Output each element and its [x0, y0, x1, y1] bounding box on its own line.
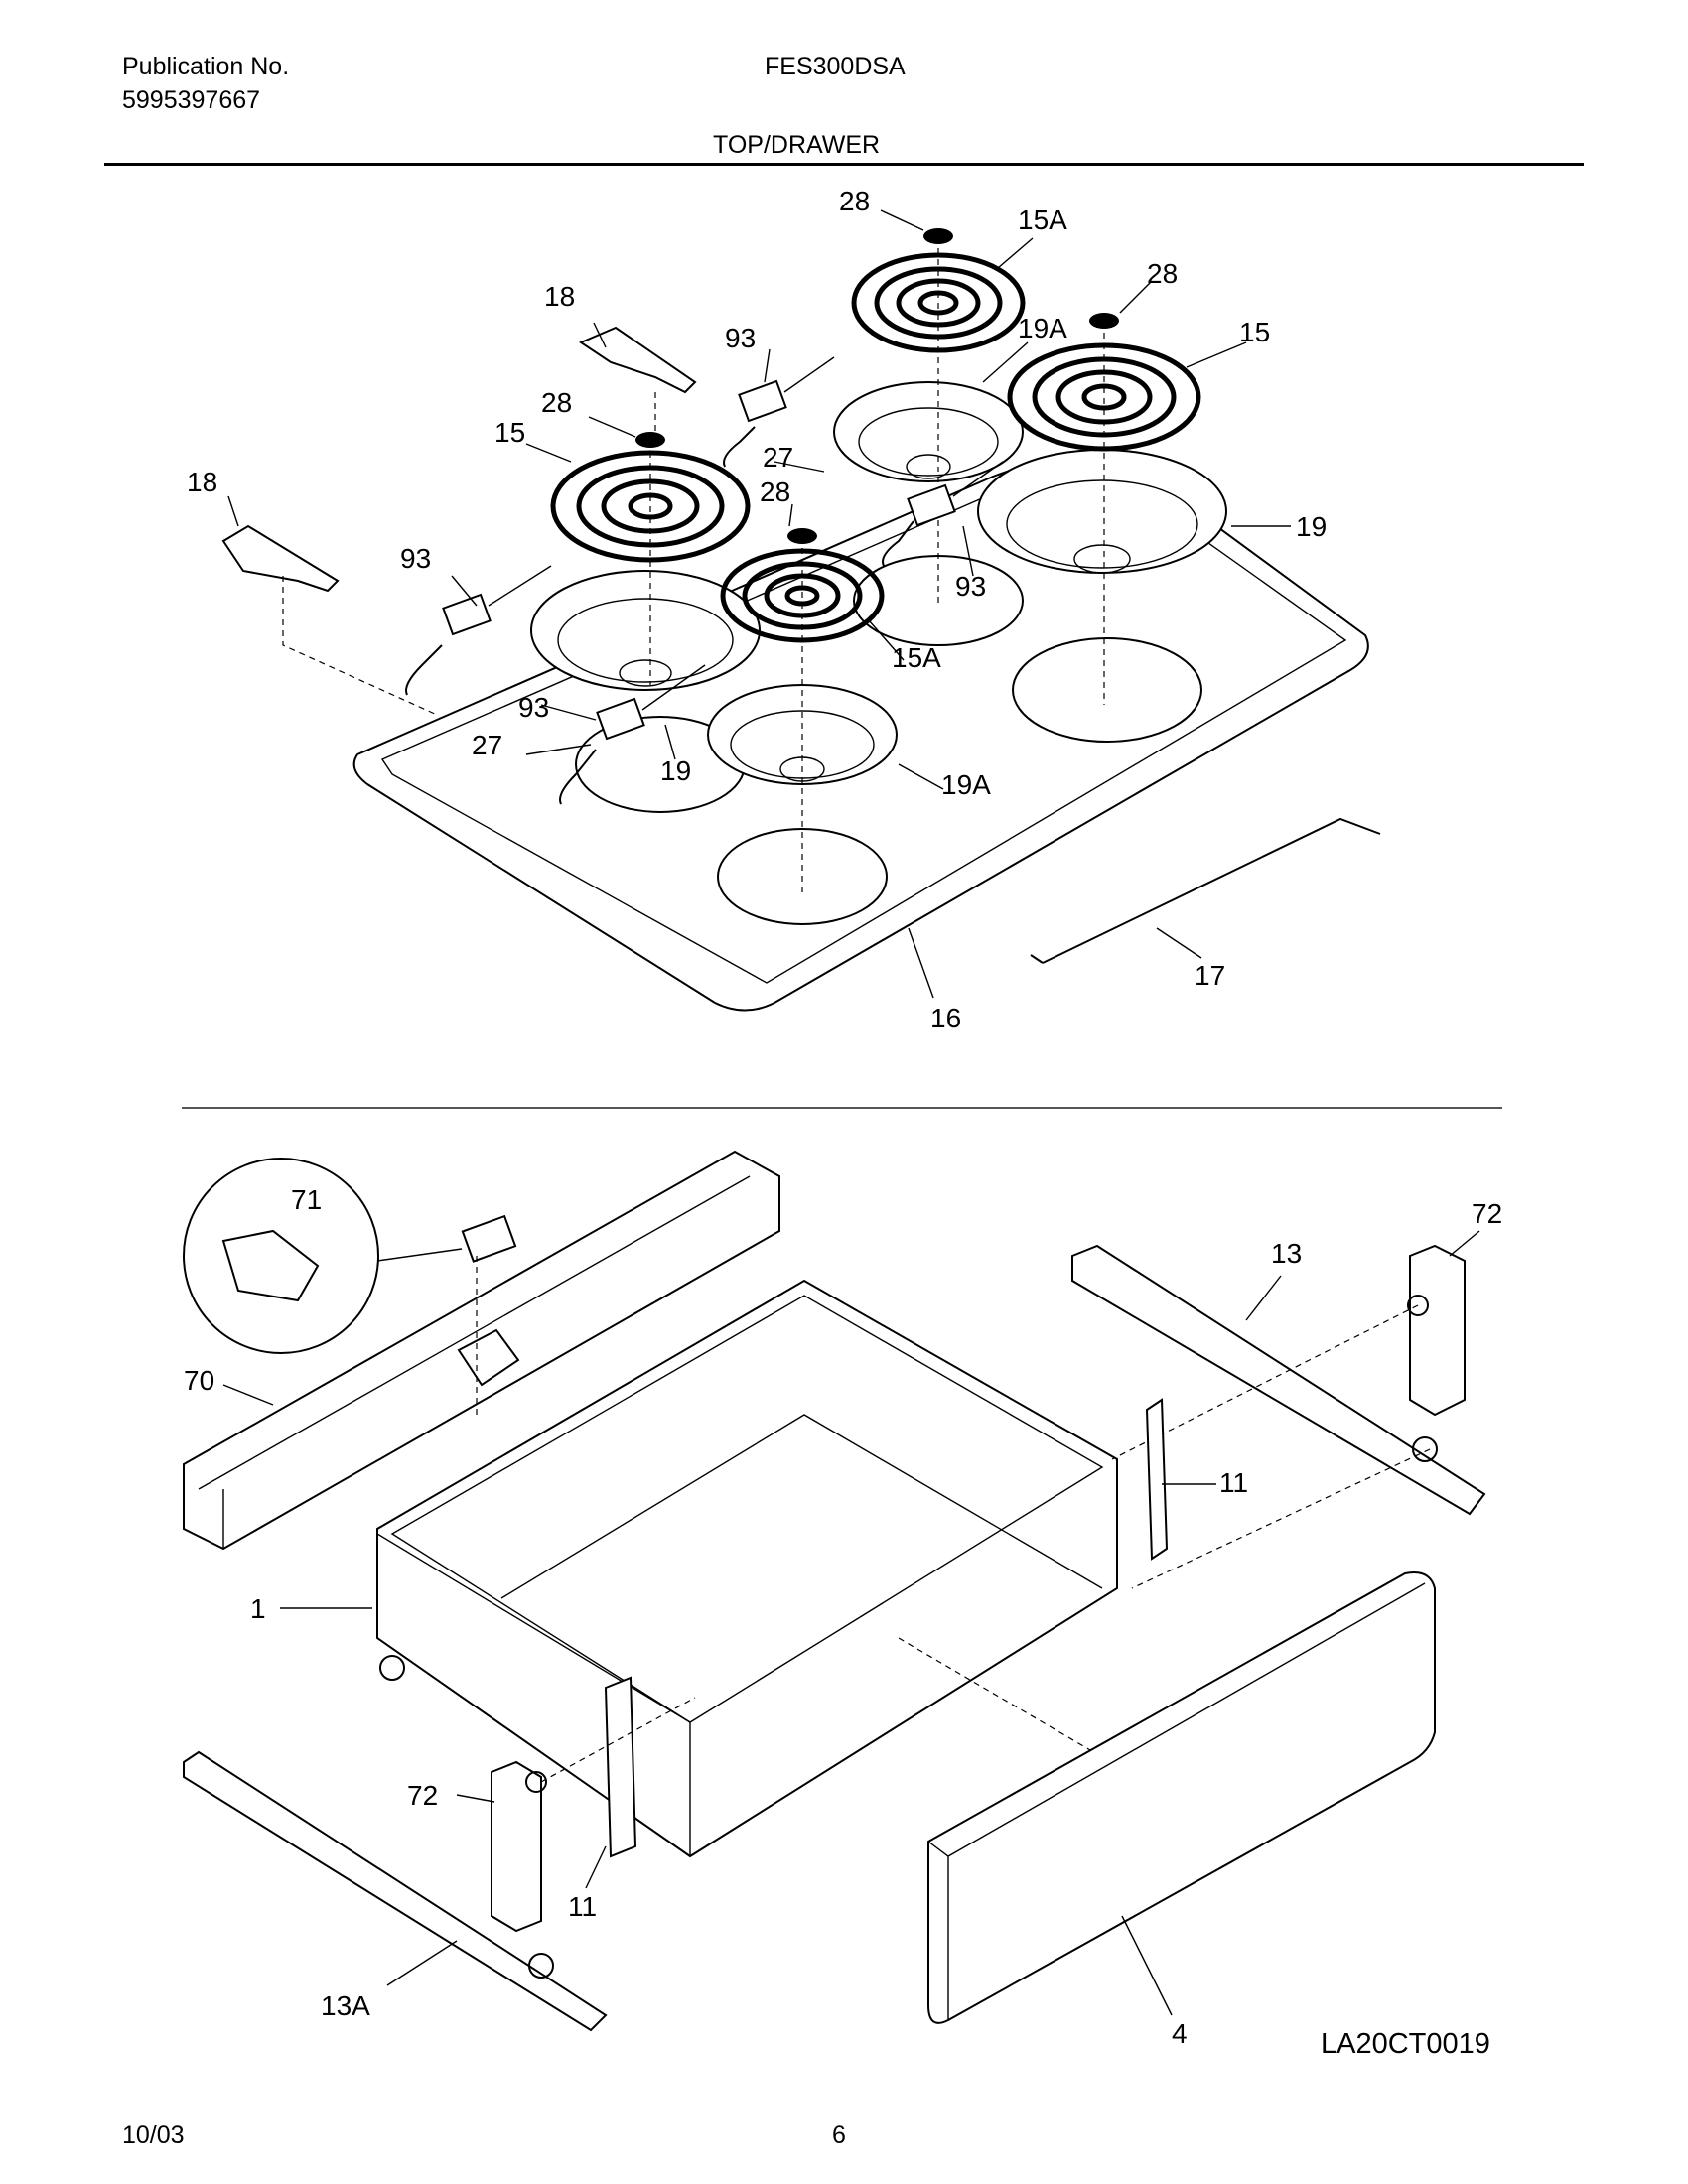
callout-19: 19 — [660, 755, 691, 786]
slide-bracket-72-left — [491, 1760, 542, 1933]
wire-harness-27-a — [723, 426, 756, 468]
burner-opening-front-center — [717, 828, 888, 925]
publication-number: 5995397667 — [122, 86, 261, 114]
slide-bracket-72-right — [1409, 1244, 1466, 1417]
element-cap-28-b — [1089, 313, 1119, 329]
callout-28: 28 — [1147, 258, 1178, 289]
callout-13A: 13A — [321, 1990, 370, 2021]
drawer-stop-11-left — [604, 1676, 637, 1858]
callout-28: 28 — [839, 186, 870, 216]
callout-4: 4 — [1172, 2018, 1188, 2049]
callout-93: 93 — [725, 323, 756, 353]
drip-bowl-19A-top — [833, 381, 1024, 482]
catch-detail-circle — [183, 1158, 379, 1354]
footer-page-number: 6 — [832, 2121, 846, 2149]
callout-18: 18 — [544, 281, 575, 312]
footer-date: 10/03 — [122, 2121, 185, 2149]
callout-27: 27 — [763, 442, 793, 473]
publication-label: Publication No. — [122, 53, 290, 80]
catch-bracket — [457, 1328, 520, 1387]
callout-19A: 19A — [1018, 313, 1067, 343]
model-number: FES300DSA — [765, 53, 906, 80]
callout-72: 72 — [1472, 1198, 1502, 1229]
terminal-block-93-b — [907, 461, 1004, 527]
terminal-block-93-c — [442, 565, 552, 636]
callout-15: 15 — [1239, 317, 1270, 347]
callout-16: 16 — [930, 1003, 961, 1033]
callout-70: 70 — [184, 1365, 214, 1396]
drip-bowl-19-low — [530, 570, 761, 691]
cooktop-assembly — [221, 228, 1381, 1012]
callout-93: 93 — [518, 692, 549, 723]
drawer-front-panel-4 — [927, 1571, 1436, 2024]
callout-19A: 19A — [941, 769, 991, 800]
callout-72: 72 — [407, 1780, 438, 1811]
element-cap-28-a — [923, 228, 953, 244]
callout-15: 15 — [494, 417, 525, 448]
drawer-assembly — [183, 1150, 1486, 2032]
support-rod-17 — [1030, 817, 1381, 964]
burner-opening-rear-right — [1012, 637, 1202, 743]
element-bracket-18-upper — [578, 326, 697, 394]
callout-15A: 15A — [892, 642, 941, 673]
section-divider — [182, 1107, 1502, 1109]
drip-bowl-19-right — [977, 449, 1227, 574]
terminal-block-93-d — [596, 664, 706, 741]
callout-93: 93 — [400, 543, 431, 574]
callout-11: 11 — [568, 1891, 597, 1922]
diagram-code: LA20CT0019 — [1321, 2028, 1490, 2060]
callout-1: 1 — [250, 1593, 266, 1624]
wire-harness-27-c — [405, 644, 443, 696]
drawer-catch-71 — [461, 1214, 517, 1263]
callout-27: 27 — [472, 730, 502, 760]
drawer-slide-13A — [183, 1750, 608, 2032]
callout-15A: 15A — [1018, 205, 1067, 235]
element-cap-28-d — [787, 528, 817, 544]
callout-13: 13 — [1271, 1238, 1302, 1269]
wire-harness-27-d — [559, 749, 597, 805]
callout-11: 11 — [1219, 1467, 1248, 1498]
element-cap-28-c — [635, 432, 665, 448]
callout-19: 19 — [1296, 511, 1327, 542]
callout-28: 28 — [541, 387, 572, 418]
drawer-slide-13 — [1071, 1244, 1486, 1516]
header-rule — [104, 163, 1584, 166]
wire-harness-27-b — [882, 520, 914, 567]
element-bracket-18-lower — [221, 524, 340, 593]
drawer-stop-11-right — [1145, 1398, 1169, 1561]
terminal-block-93-a — [738, 356, 835, 423]
callout-18: 18 — [187, 467, 217, 497]
leader-lines — [222, 209, 1480, 2016]
callout-93: 93 — [955, 571, 986, 602]
callout-28: 28 — [760, 477, 790, 507]
callout-17: 17 — [1195, 960, 1225, 991]
drawer-body-1 — [376, 1279, 1118, 1858]
callout-labels: 28 15A 28 18 93 19A 15 28 15 27 18 28 19… — [184, 186, 1502, 2049]
section-title: TOP/DRAWER — [713, 131, 881, 159]
callout-71: 71 — [291, 1184, 322, 1215]
